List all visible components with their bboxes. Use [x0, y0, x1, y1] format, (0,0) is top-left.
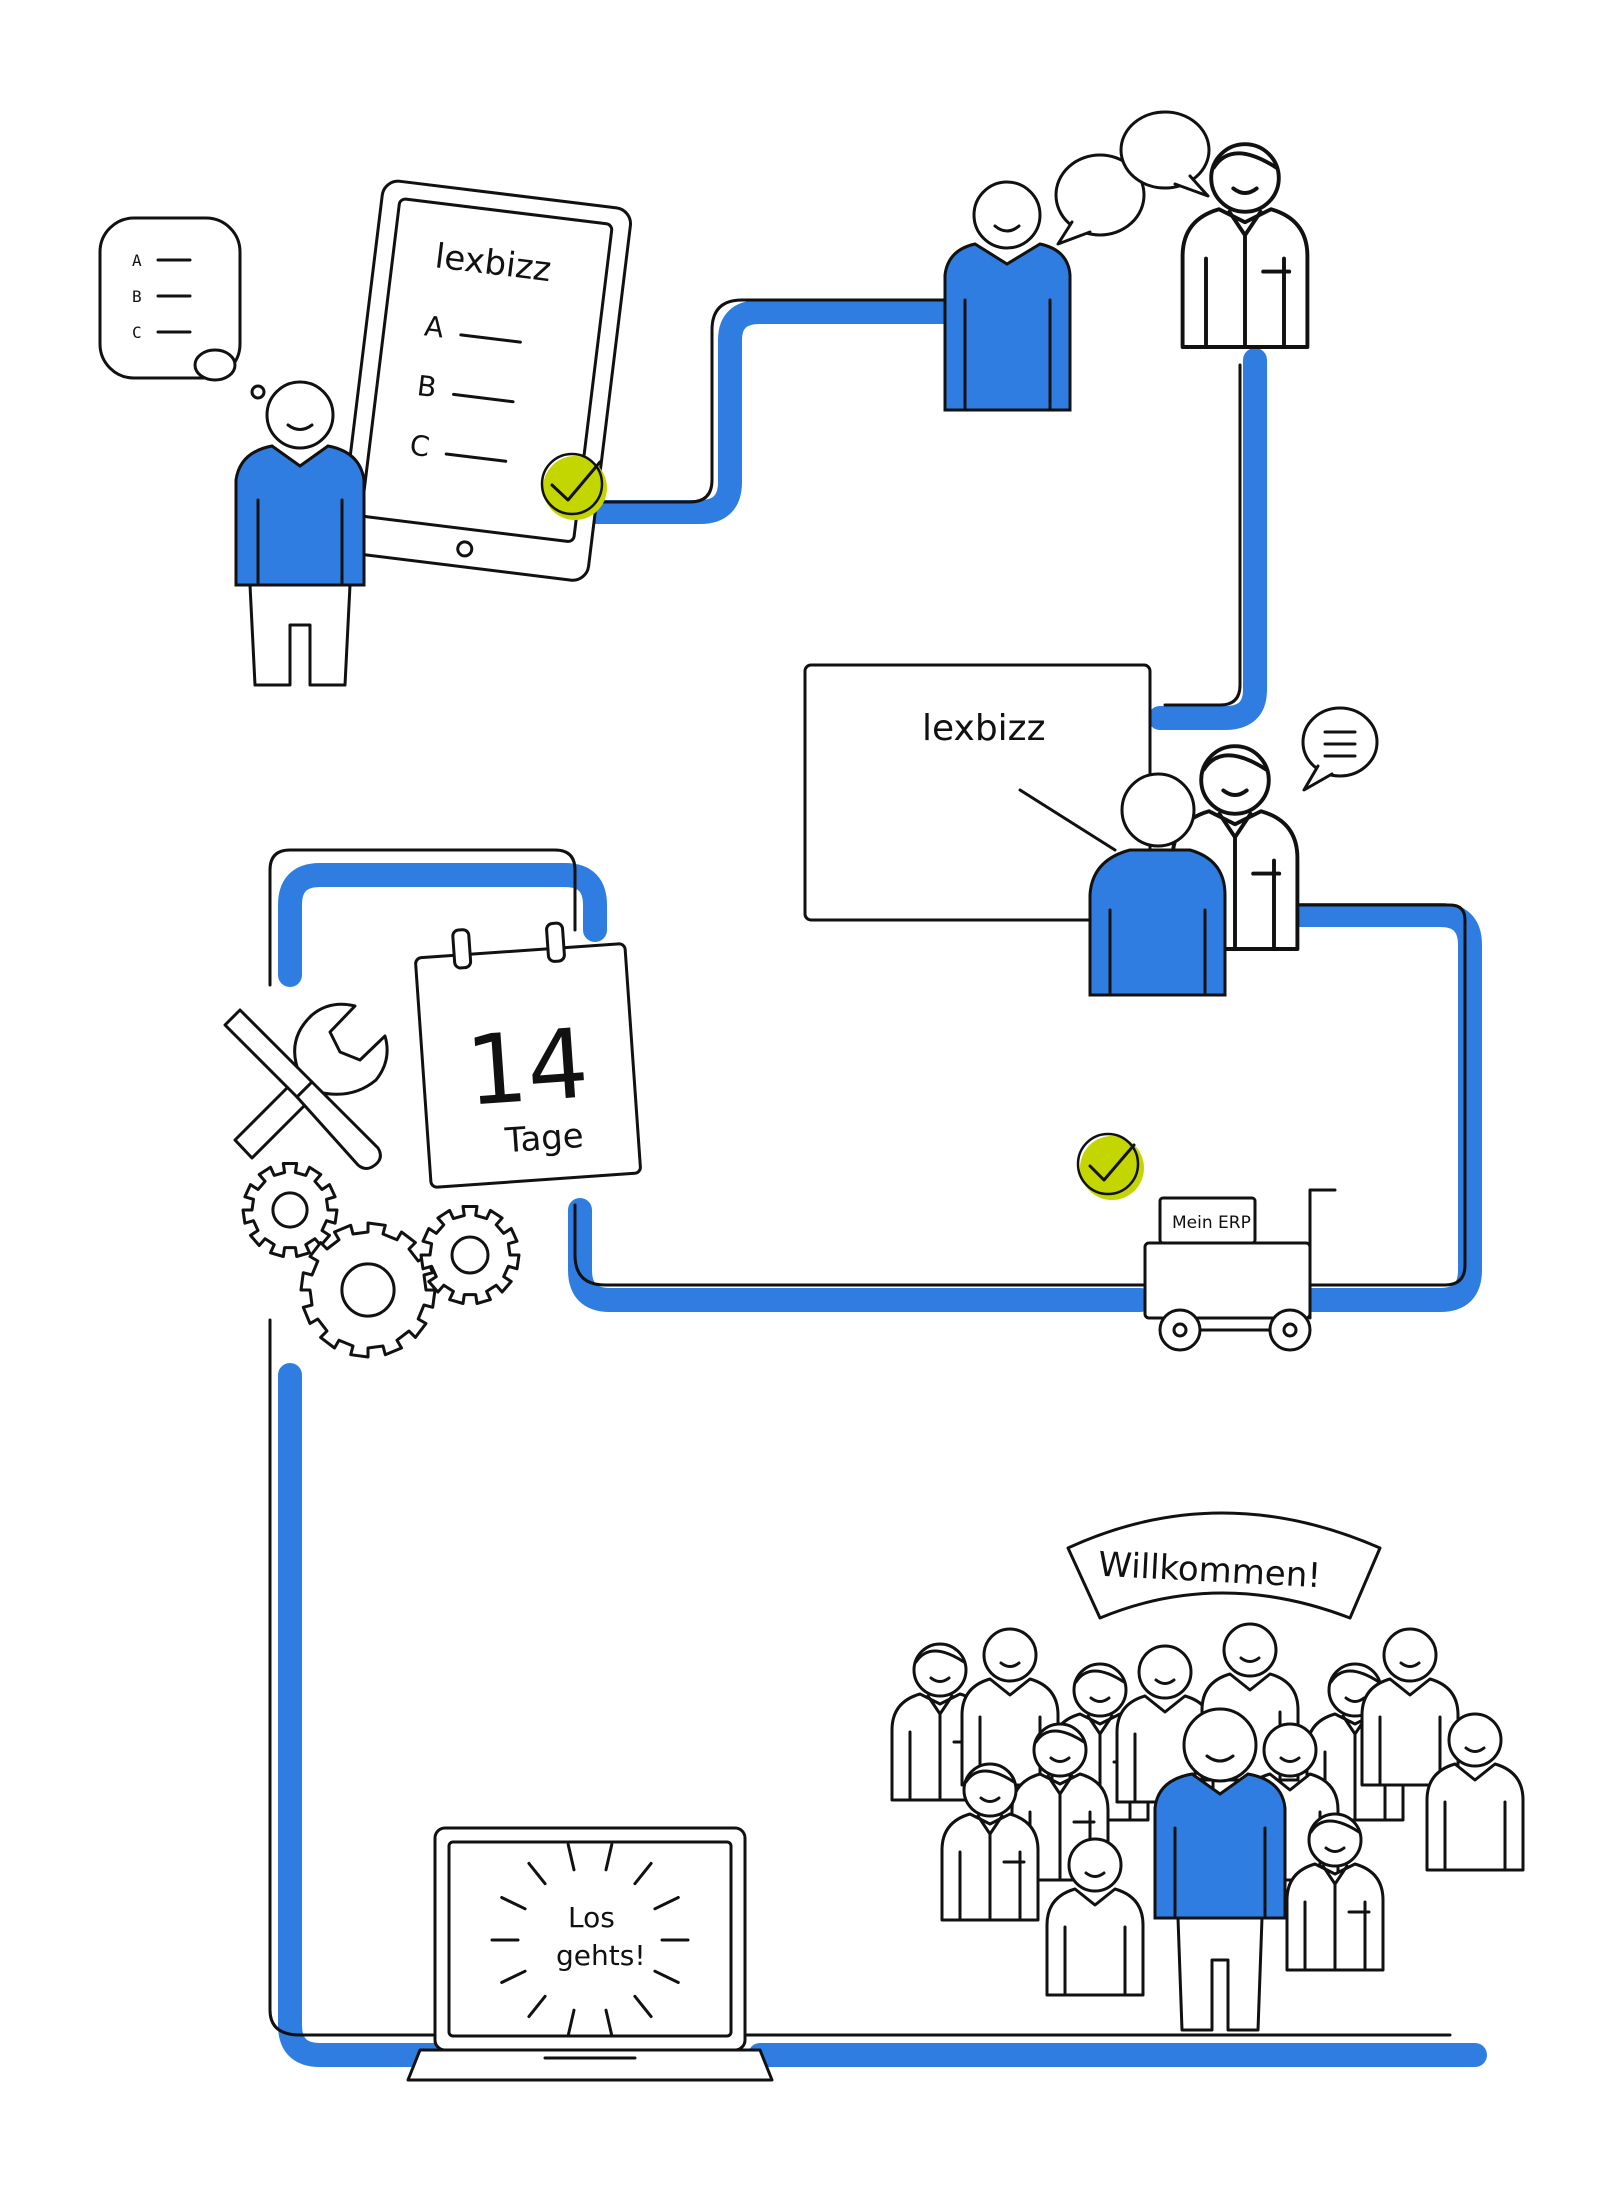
burst-ray: [500, 1969, 527, 1984]
person-trainee-back: [1088, 772, 1227, 997]
burst-ray: [604, 2008, 614, 2037]
path-segment-3: [1168, 903, 1482, 1312]
person-colleague: [1180, 142, 1310, 349]
calendar-number: 14: [462, 1007, 592, 1127]
burst-ray: [527, 1861, 547, 1886]
thought-bubble-line-b: B: [132, 287, 142, 306]
thought-bubble-icon: A B C: [98, 216, 266, 400]
cart-icon: Mein ERP: [1143, 1188, 1337, 1352]
journey-path: [278, 300, 1487, 2067]
speech-bubble-icon-1: [1054, 153, 1146, 246]
welcome-banner: Willkommen!: [1066, 1511, 1382, 1620]
check-icon-cart: [1076, 1132, 1144, 1200]
burst-ray: [527, 1994, 547, 2019]
burst-ray: [653, 1969, 680, 1984]
gear-icon-1: [241, 1162, 339, 1258]
path-segment-1: [583, 300, 967, 524]
burst-ray: [566, 1843, 576, 1872]
gear-icon-2: [299, 1221, 437, 1359]
laptop-text-line2: gehts!: [556, 1939, 646, 1972]
cart-label: Mein ERP: [1172, 1213, 1251, 1233]
journey-outline: [268, 298, 1467, 2037]
laptop-burst: [490, 1843, 690, 2037]
check-icon-tablet: [540, 452, 607, 520]
person-tablet-user: [234, 380, 366, 687]
path-segment-2: [1148, 348, 1267, 730]
path-segment-6: [278, 1363, 452, 2067]
path-segment-5: [278, 863, 607, 987]
calendar-unit: Tage: [503, 1116, 585, 1161]
path-segment-4: [568, 1198, 1152, 1312]
presentation-title: lexbizz: [922, 708, 1045, 749]
thought-bubble-list: A B C: [132, 251, 192, 342]
thought-bubble-line-a: A: [132, 251, 142, 270]
speech-bubble-icon-2: [1119, 110, 1211, 198]
person-new-employee: [943, 180, 1072, 412]
burst-ray: [566, 2008, 576, 2037]
tablet-icon: lexbizz A B C: [338, 179, 633, 582]
burst-ray: [500, 1896, 527, 1911]
laptop-icon: Los gehts!: [406, 1826, 774, 2082]
burst-ray: [633, 1861, 653, 1886]
screwdriver-icon: [223, 1008, 382, 1170]
burst-ray: [653, 1896, 680, 1911]
person-new-hire: [1153, 1707, 1287, 2032]
thought-bubble-line-c: C: [132, 323, 142, 342]
gear-icon-3: [419, 1205, 521, 1305]
calendar-icon: 14 Tage: [414, 921, 642, 1189]
tablet-option-a: A: [423, 309, 446, 344]
presentation-board: lexbizz: [803, 663, 1152, 922]
team-member: [1360, 1627, 1460, 1787]
tablet-option-c: C: [408, 429, 431, 464]
burst-ray: [633, 1994, 653, 2019]
laptop-text-line1: Los: [568, 1901, 615, 1934]
speech-bubble-icon-3: [1301, 706, 1379, 792]
tablet-option-b: B: [415, 369, 438, 404]
burst-ray: [604, 1843, 614, 1872]
